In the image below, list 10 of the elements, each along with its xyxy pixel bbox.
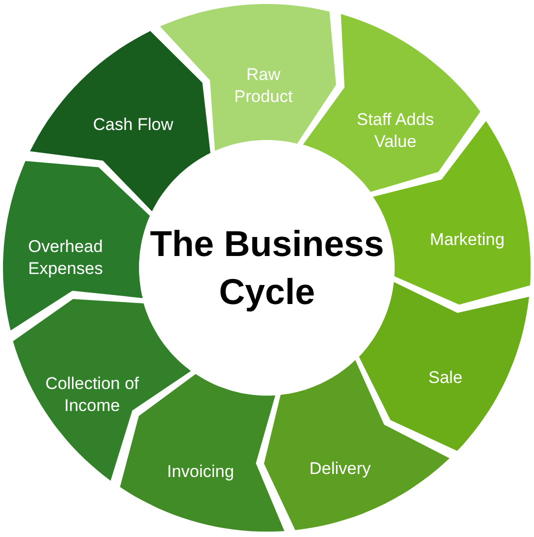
title: The Business Cycle (148, 222, 386, 314)
segment-label: Invoicing (166, 460, 236, 483)
segment-label: Sale (427, 366, 464, 389)
segment-label: Delivery (308, 458, 372, 480)
segment-label: Staff Adds Value (356, 109, 435, 154)
segment-label: Collection of Income (44, 373, 140, 418)
segment-label: Overhead Expenses (27, 236, 104, 280)
segment-label: Marketing (428, 229, 506, 252)
segment-label: Cash Flow (92, 114, 174, 136)
segment-label: Raw Product (233, 64, 294, 108)
